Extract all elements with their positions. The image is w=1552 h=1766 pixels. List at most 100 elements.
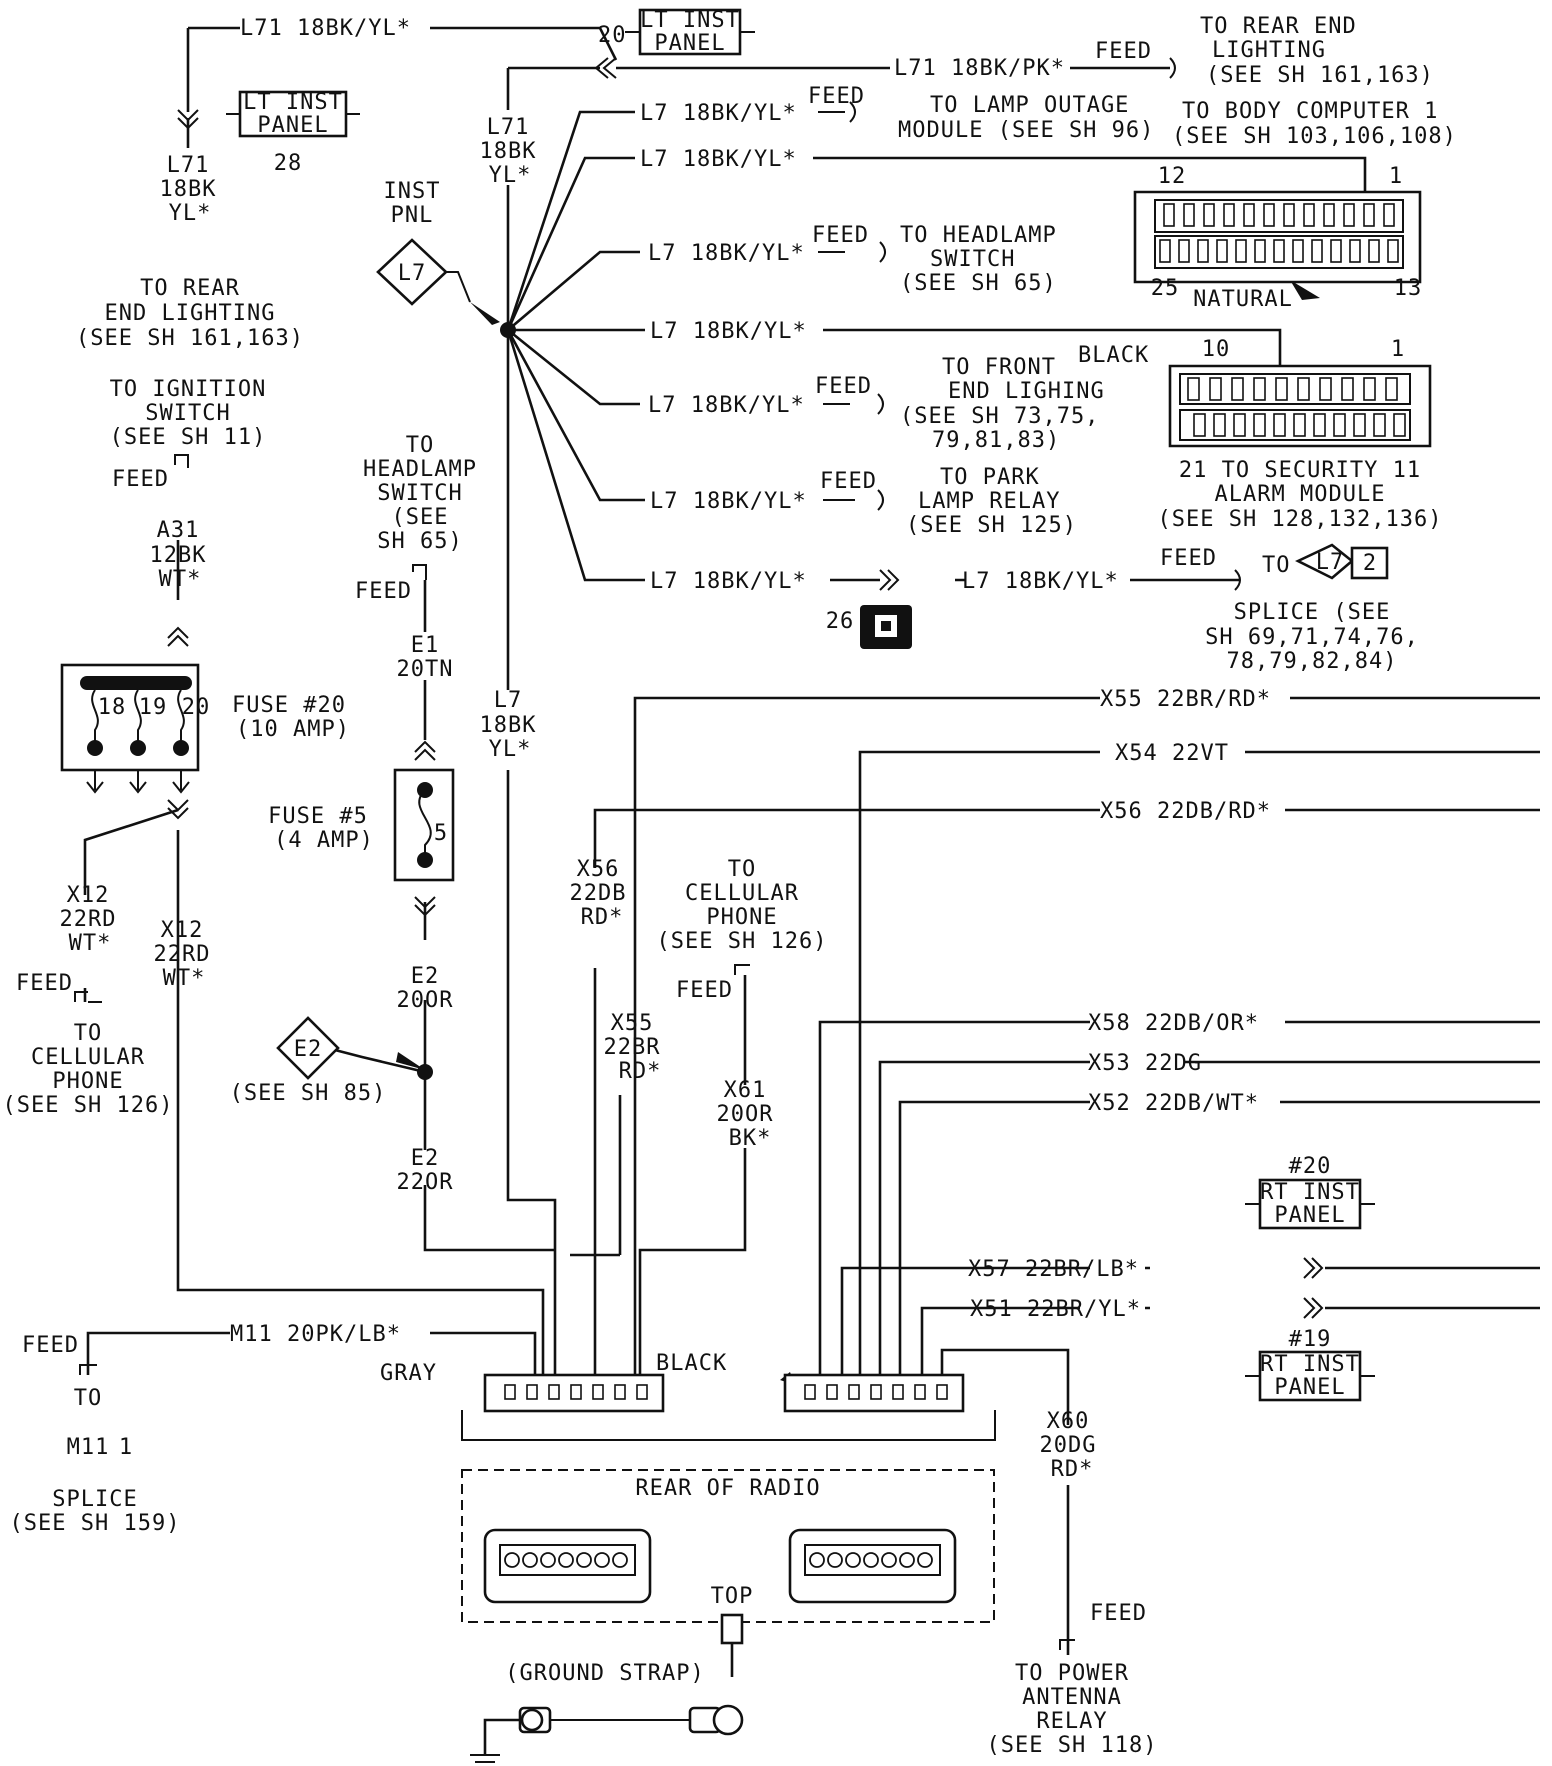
- connector-pin: [936, 1384, 948, 1400]
- inline-connector-icon: [1303, 1257, 1324, 1279]
- wire-l7-4b: [823, 328, 1282, 372]
- label-l71-left-3: YL*: [169, 201, 212, 226]
- connector-pin: [1319, 377, 1332, 401]
- label-feed-m11: FEED: [22, 1333, 79, 1358]
- radio-pin: [594, 1552, 610, 1568]
- connector-pin: [1216, 239, 1228, 263]
- label-headlamp-3: (SEE SH 65): [900, 271, 1057, 296]
- connector-pin: [548, 1384, 560, 1400]
- label-fuse5-num: 5: [434, 821, 448, 846]
- label-l7-7: L7 18BK/YL*: [650, 569, 807, 594]
- label-pin-13: 13: [1394, 276, 1423, 301]
- feed-icon: [1169, 57, 1176, 79]
- label-feed-lamp: FEED: [808, 84, 865, 109]
- feed-icon: [877, 489, 884, 511]
- connector-pin: [592, 1384, 604, 1400]
- wire-l7-7: [506, 329, 645, 582]
- connector-pin: [804, 1384, 816, 1400]
- label-f18: 18: [98, 695, 127, 720]
- connector-pin: [1178, 239, 1190, 263]
- label-l71-mid-3: YL*: [489, 163, 532, 188]
- l7-diamond: [376, 238, 471, 306]
- label-l7-4: L7 18BK/YL*: [650, 319, 807, 344]
- label-lt-inst-1: LT INST: [640, 8, 740, 33]
- wire-x52: [898, 1100, 1540, 1400]
- inline-connector-icon: [167, 799, 189, 820]
- ground-strap: [470, 1613, 744, 1763]
- label-l71-mid-1: L71: [487, 115, 530, 140]
- label-ant-3: RELAY: [1036, 1709, 1107, 1734]
- label-x60-2: 20DG: [1040, 1433, 1097, 1458]
- label-lt-inst-2: PANEL: [654, 31, 725, 56]
- radio-pin: [809, 1552, 825, 1568]
- connector-pin: [1297, 377, 1310, 401]
- label-x61-3: BK*: [729, 1126, 772, 1151]
- label-e2-diamond: E2: [294, 1037, 323, 1062]
- label-sec-2: ALARM MODULE: [1215, 482, 1386, 507]
- lt-inst-panel-20: [625, 8, 755, 56]
- label-to-rear-end-1: TO REAR END: [1200, 14, 1357, 39]
- wire-l7-1: [506, 110, 635, 331]
- label-splice-m11-2: (SEE SH 159): [10, 1511, 181, 1536]
- radio-pin: [558, 1552, 574, 1568]
- connector-pin: [1353, 413, 1366, 437]
- label-fuse5-1: FUSE #5: [268, 804, 368, 829]
- label-feed-cell: FEED: [676, 978, 733, 1003]
- label-a31-2: 12BK: [150, 543, 207, 568]
- arrow-icon: [470, 302, 500, 325]
- label-m11: M11 20PK/LB*: [230, 1322, 401, 1347]
- radio-pin: [827, 1552, 843, 1568]
- wire-x54: [858, 750, 1540, 1400]
- label-body-comp-1: TO BODY COMPUTER 1: [1182, 99, 1438, 124]
- label-to-rear-end-2: LIGHTING: [1212, 38, 1326, 63]
- wire-l7-2: [506, 156, 635, 331]
- label-e1-1: E1: [411, 633, 440, 658]
- label-l71-left-1: L71: [167, 153, 210, 178]
- radio-pin: [863, 1552, 879, 1568]
- label-natural: NATURAL: [1193, 287, 1293, 312]
- label-a31-1: A31: [157, 518, 200, 543]
- label-inst-pnl-1: INST: [384, 179, 441, 204]
- connector-pin: [1263, 203, 1275, 227]
- label-x61-2: 20OR: [717, 1102, 774, 1127]
- connector-pin: [1231, 377, 1244, 401]
- label-sec-1: 21 TO SECURITY 11: [1179, 458, 1421, 483]
- label-feed-ant: FEED: [1090, 1601, 1147, 1626]
- label-cell-c-2: CELLULAR: [685, 881, 799, 906]
- label-l71-pk: L71 18BK/PK*: [894, 56, 1065, 81]
- radio-pin: [881, 1552, 897, 1568]
- label-feed-front: FEED: [815, 374, 872, 399]
- wire-x53: [878, 1060, 1540, 1400]
- connector-pin: [1197, 239, 1209, 263]
- label-gray-radio: GRAY: [380, 1361, 437, 1386]
- wire-x55: [633, 696, 1540, 1400]
- label-park-1: TO PARK: [940, 465, 1040, 490]
- fuse-20-block: [60, 663, 200, 794]
- connector-pin: [1275, 377, 1288, 401]
- label-to-headlamp-c-2: HEADLAMP: [363, 457, 477, 482]
- rear-of-radio: [461, 1469, 995, 1623]
- label-splice-see-1: SPLICE (SEE: [1234, 600, 1391, 625]
- wire-l7-5: [507, 328, 640, 406]
- wire-x51: [920, 1306, 1540, 1400]
- wire-x61-down: [638, 1148, 747, 1400]
- label-splice-see-3: 78,79,82,84): [1227, 649, 1398, 674]
- ground-wire: [483, 1718, 520, 1755]
- label-x52: X52 22DB/WT*: [1088, 1091, 1259, 1116]
- label-lamp-outage-2: MODULE (SEE SH 96): [898, 118, 1154, 143]
- radio-pin: [522, 1552, 538, 1568]
- wire-e2-to-radio: [423, 1185, 555, 1252]
- label-feed-headlamp: FEED: [812, 223, 869, 248]
- label-front-2: END LIGHING: [948, 379, 1105, 404]
- connector-pin: [1203, 203, 1215, 227]
- label-m11-diamond: M11: [67, 1435, 110, 1460]
- wire-x12-left: [83, 808, 179, 895]
- wire-l7-to-radio: [506, 770, 557, 1400]
- inline-connector-icon: [167, 626, 189, 647]
- label-x61-1: X61: [724, 1078, 767, 1103]
- connector-pin: [1393, 413, 1406, 437]
- connector-pin: [1233, 413, 1246, 437]
- label-headlamp-2: SWITCH: [930, 247, 1015, 272]
- label-lt-inst-28-num: 28: [274, 151, 303, 176]
